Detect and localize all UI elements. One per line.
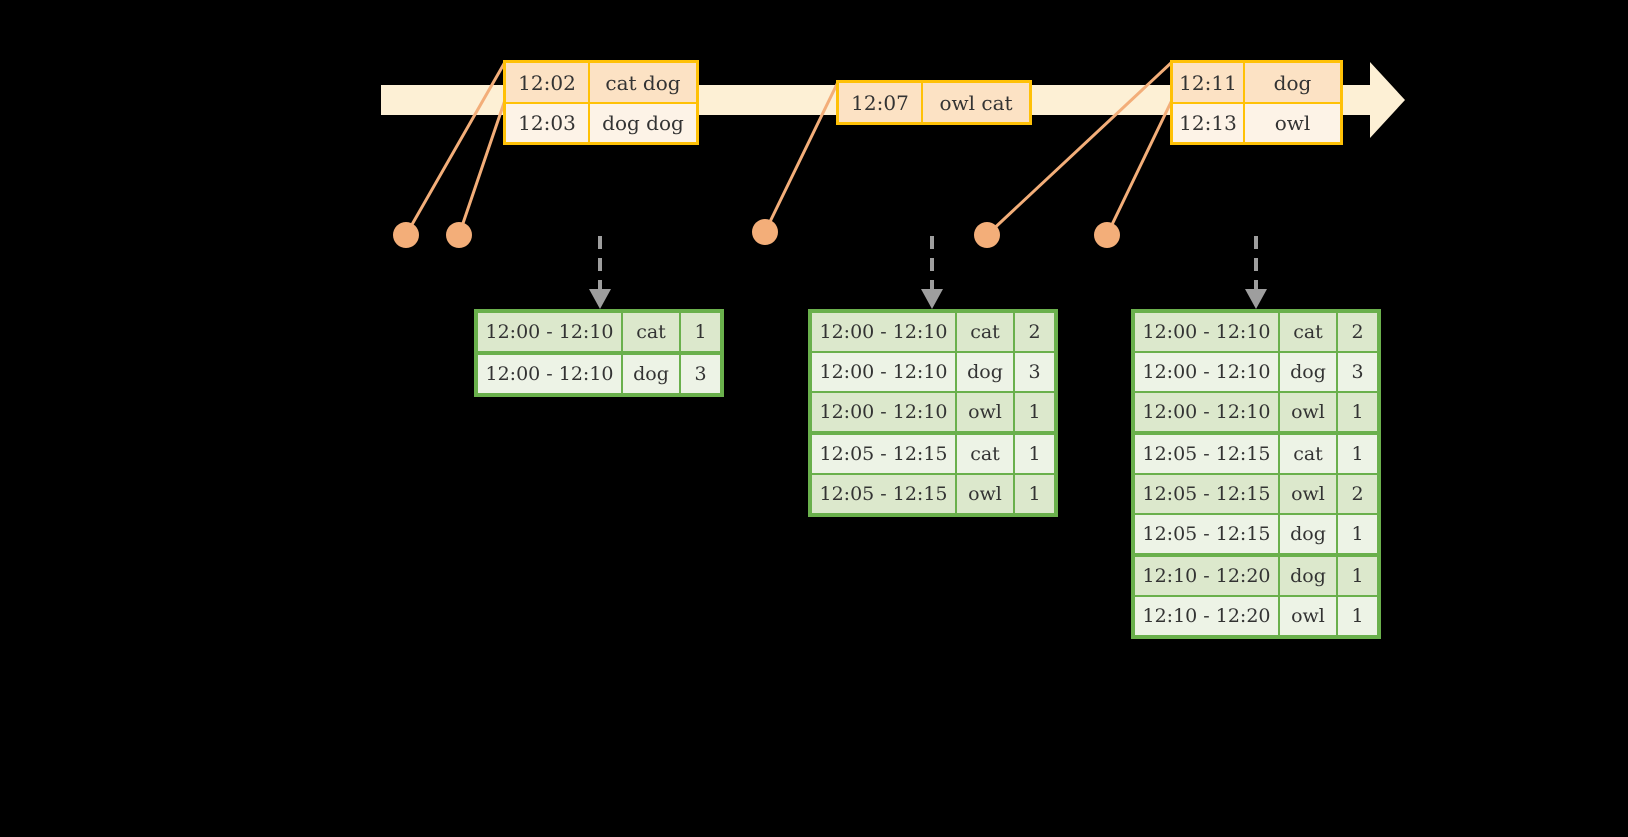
cell-word: dog [1280, 353, 1338, 391]
event-time: 12:07 [839, 83, 923, 122]
cell-window: 12:10 - 12:20 [1135, 557, 1280, 595]
cell-count: 3 [694, 363, 707, 385]
cell-window: 12:00 - 12:10 [1135, 393, 1280, 431]
connector-1202 [404, 60, 507, 237]
cell-count: 1 [1028, 401, 1041, 423]
event-time: 12:03 [506, 104, 590, 142]
connector-1211 [985, 60, 1174, 237]
marker-dot-1211 [974, 222, 1000, 248]
cell-word: cat [957, 313, 1015, 351]
emit-arrow-3 [1245, 236, 1267, 309]
event-time: 12:11 [1173, 63, 1245, 102]
table-row[interactable]: 12:00 - 12:10 dog 3 [812, 351, 1054, 391]
cell-word: owl [1280, 597, 1338, 635]
cell-word: owl [957, 475, 1015, 513]
event-words: dog dog [602, 111, 684, 135]
cell-window: 12:10 - 12:20 [1135, 597, 1280, 635]
marker-dot-1207 [752, 219, 778, 245]
table-row[interactable]: 12:05 - 12:15 owl 1 [812, 473, 1054, 513]
cell-count: 1 [1351, 605, 1364, 627]
table-row[interactable]: 12:10 - 12:20 dog 1 [1135, 553, 1377, 595]
marker-dots [393, 219, 1120, 248]
event-row[interactable]: 12:11 dog [1173, 63, 1340, 102]
table-row[interactable]: 12:00 - 12:10 cat 1 [478, 313, 720, 351]
cell-count: 3 [1351, 361, 1364, 383]
cell-word: dog [957, 353, 1015, 391]
cell-count: 2 [1028, 321, 1041, 343]
cell-word: dog [623, 355, 681, 393]
cell-window: 12:00 - 12:10 [1135, 313, 1280, 351]
marker-dot-1213 [1094, 222, 1120, 248]
cell-count: 1 [1028, 443, 1041, 465]
event-words: owl [1274, 111, 1311, 135]
result-table-2[interactable]: 12:00 - 12:10 cat 2 12:00 - 12:10 dog 3 … [808, 309, 1058, 517]
cell-window: 12:00 - 12:10 [478, 355, 623, 393]
cell-count: 2 [1351, 321, 1364, 343]
event-group-3[interactable]: 12:11 dog 12:13 owl [1170, 60, 1343, 145]
connector-1207 [763, 80, 840, 234]
event-row[interactable]: 12:02 cat dog [506, 63, 696, 102]
table-row[interactable]: 12:00 - 12:10 owl 1 [1135, 391, 1377, 431]
cell-word: owl [957, 393, 1015, 431]
emit-arrows [589, 236, 1267, 309]
table-row[interactable]: 12:00 - 12:10 dog 3 [1135, 351, 1377, 391]
connector-1213 [1105, 98, 1174, 237]
cell-word: owl [1280, 393, 1338, 431]
table-row[interactable]: 12:00 - 12:10 dog 3 [478, 351, 720, 393]
table-row[interactable]: 12:00 - 12:10 cat 2 [1135, 313, 1377, 351]
cell-window: 12:05 - 12:15 [1135, 435, 1280, 473]
cell-word: cat [1280, 435, 1338, 473]
event-row[interactable]: 12:13 owl [1173, 102, 1340, 142]
cell-window: 12:05 - 12:15 [812, 475, 957, 513]
cell-count: 3 [1028, 361, 1041, 383]
event-group-2[interactable]: 12:07 owl cat [836, 80, 1032, 125]
event-row[interactable]: 12:03 dog dog [506, 102, 696, 142]
table-row[interactable]: 12:00 - 12:10 owl 1 [812, 391, 1054, 431]
marker-dot-1203 [446, 222, 472, 248]
event-time: 12:13 [1173, 104, 1245, 142]
cell-window: 12:00 - 12:10 [812, 353, 957, 391]
cell-count: 1 [1351, 401, 1364, 423]
table-row[interactable]: 12:05 - 12:15 dog 1 [1135, 513, 1377, 553]
table-row[interactable]: 12:00 - 12:10 cat 2 [812, 313, 1054, 351]
cell-count: 1 [1351, 523, 1364, 545]
cell-word: cat [623, 313, 681, 351]
cell-count: 1 [1351, 443, 1364, 465]
marker-dot-1202 [393, 222, 419, 248]
connector-1203 [457, 98, 507, 237]
event-group-1[interactable]: 12:02 cat dog 12:03 dog dog [503, 60, 699, 145]
cell-count: 1 [694, 321, 707, 343]
cell-window: 12:00 - 12:10 [1135, 353, 1280, 391]
table-row[interactable]: 12:05 - 12:15 cat 1 [812, 431, 1054, 473]
cell-count: 1 [1028, 483, 1041, 505]
cell-window: 12:05 - 12:15 [812, 435, 957, 473]
connector-lines [404, 60, 1174, 237]
table-row[interactable]: 12:05 - 12:15 cat 1 [1135, 431, 1377, 473]
cell-word: cat [1280, 313, 1338, 351]
cell-window: 12:00 - 12:10 [812, 313, 957, 351]
table-row[interactable]: 12:05 - 12:15 owl 2 [1135, 473, 1377, 513]
cell-count: 2 [1351, 483, 1364, 505]
table-row[interactable]: 12:10 - 12:20 owl 1 [1135, 595, 1377, 635]
cell-window: 12:00 - 12:10 [478, 313, 623, 351]
event-words: dog [1273, 70, 1312, 95]
cell-count: 1 [1351, 565, 1364, 587]
event-time: 12:02 [506, 63, 590, 102]
emit-arrow-1 [589, 236, 611, 309]
cell-window: 12:05 - 12:15 [1135, 475, 1280, 513]
cell-word: dog [1280, 515, 1338, 553]
emit-arrow-2 [921, 236, 943, 309]
cell-window: 12:05 - 12:15 [1135, 515, 1280, 553]
event-words: owl cat [939, 90, 1013, 115]
cell-window: 12:00 - 12:10 [812, 393, 957, 431]
result-table-1[interactable]: 12:00 - 12:10 cat 1 12:00 - 12:10 dog 3 [474, 309, 724, 397]
event-row[interactable]: 12:07 owl cat [839, 83, 1029, 122]
result-table-3[interactable]: 12:00 - 12:10 cat 2 12:00 - 12:10 dog 3 … [1131, 309, 1381, 639]
event-words: cat dog [605, 70, 681, 95]
cell-word: cat [957, 435, 1015, 473]
cell-word: dog [1280, 557, 1338, 595]
cell-word: owl [1280, 475, 1338, 513]
